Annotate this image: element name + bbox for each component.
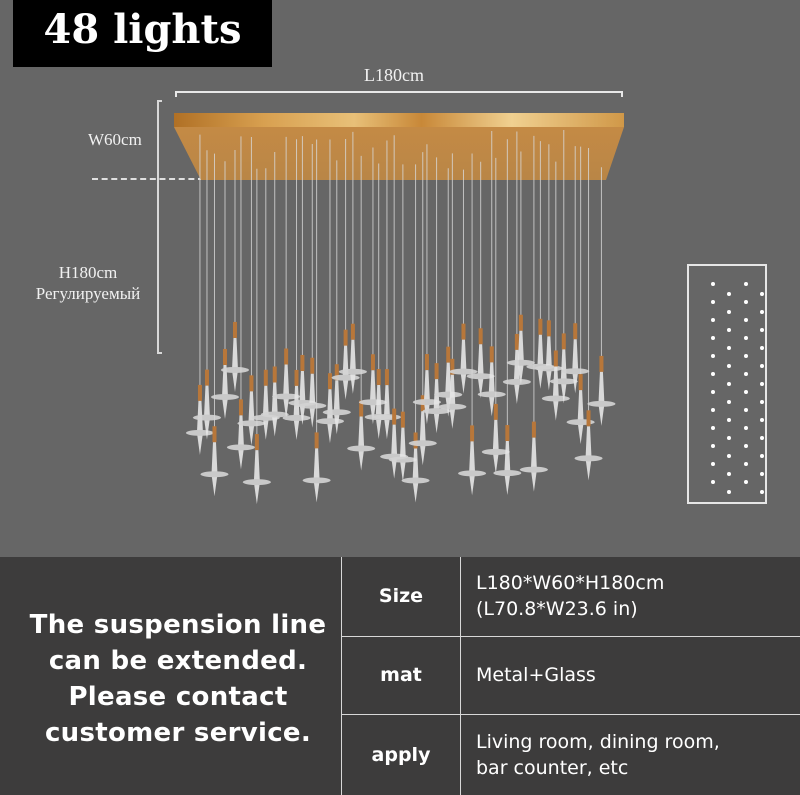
light-position-dot <box>727 310 731 314</box>
spec-row-size: Size L180*W60*H180cm (L70.8*W23.6 in) <box>341 557 800 637</box>
light-position-dot <box>744 480 748 484</box>
light-position-dot <box>727 454 731 458</box>
suspension-note: The suspension line can be extended. Ple… <box>0 607 356 751</box>
light-position-dot <box>711 426 715 430</box>
light-position-dot <box>711 372 715 376</box>
light-position-dot <box>744 372 748 376</box>
product-image-area: 48 lights L180cm W60cm H180cm Регулируем… <box>13 0 767 505</box>
light-position-dot <box>760 400 764 404</box>
spec-value-line: (L70.8*W23.6 in) <box>476 598 638 621</box>
light-position-dot <box>727 400 731 404</box>
light-position-dot <box>760 382 764 386</box>
spec-table: Size L180*W60*H180cm (L70.8*W23.6 in) ma… <box>341 557 800 795</box>
light-position-dot <box>760 436 764 440</box>
light-position-dot <box>760 292 764 296</box>
light-count-label: 48 lights <box>43 6 242 53</box>
light-position-dot <box>727 328 731 332</box>
light-position-dot <box>744 462 748 466</box>
light-position-dot <box>744 336 748 340</box>
light-position-dot <box>760 490 764 494</box>
chandelier-pendants-illustration <box>185 130 616 505</box>
light-position-dot <box>727 472 731 476</box>
spec-value: Living room, dining room, bar counter, e… <box>460 713 800 795</box>
width-dimension-label: W60cm <box>88 130 142 149</box>
light-position-dot <box>760 310 764 314</box>
light-position-dot <box>727 418 731 422</box>
light-position-dot <box>744 408 748 412</box>
light-position-dot <box>711 480 715 484</box>
canopy-front-edge <box>174 113 624 127</box>
light-position-dot <box>727 436 731 440</box>
light-layout-diagram <box>687 264 767 504</box>
note-line: The suspension line <box>29 610 327 640</box>
light-position-dot <box>744 300 748 304</box>
light-position-dot <box>711 336 715 340</box>
light-position-dot <box>711 282 715 286</box>
canopy-bottom-dashed-line <box>92 178 204 180</box>
light-position-dot <box>760 364 764 368</box>
light-position-dot <box>760 418 764 422</box>
light-count-badge: 48 lights <box>13 0 272 67</box>
light-position-dot <box>744 426 748 430</box>
light-position-dot <box>744 390 748 394</box>
note-line: customer service. <box>44 718 312 748</box>
light-position-dot <box>760 346 764 350</box>
light-position-dot <box>711 318 715 322</box>
spec-value-line: Metal+Glass <box>476 664 596 686</box>
light-position-dot <box>711 408 715 412</box>
spec-row-material: mat Metal+Glass <box>341 635 800 715</box>
spec-value-line: L180*W60*H180cm <box>476 572 665 595</box>
length-dimension-line <box>175 91 623 97</box>
light-position-dot <box>711 354 715 358</box>
spec-value-line: bar counter, etc <box>476 756 629 779</box>
spec-panel: The suspension line can be extended. Ple… <box>0 557 800 795</box>
light-position-dot <box>711 300 715 304</box>
light-position-dot <box>727 346 731 350</box>
height-adjustable-note: Регулируемый <box>35 284 141 303</box>
spec-key: mat <box>341 635 461 715</box>
light-position-dot <box>760 328 764 332</box>
light-position-dot <box>744 282 748 286</box>
light-position-dot <box>760 454 764 458</box>
light-position-dot <box>711 462 715 466</box>
note-line: can be extended. <box>48 646 308 676</box>
light-position-dot <box>727 292 731 296</box>
spec-row-application: apply Living room, dining room, bar coun… <box>341 713 800 795</box>
light-position-dot <box>711 444 715 448</box>
light-position-dot <box>711 390 715 394</box>
light-position-dot <box>727 490 731 494</box>
spec-key: Size <box>341 557 461 637</box>
length-dimension-label: L180cm <box>364 65 424 85</box>
spec-value: Metal+Glass <box>460 635 800 715</box>
note-line: Please contact <box>68 682 288 712</box>
light-position-dot <box>744 444 748 448</box>
light-position-dot <box>744 318 748 322</box>
height-dimension-label: H180cm <box>58 263 118 282</box>
spec-key: apply <box>341 713 461 795</box>
light-position-dot <box>760 472 764 476</box>
height-dimension-block: H180cm Регулируемый <box>18 262 158 304</box>
light-position-dot <box>727 382 731 386</box>
spec-value-line: Living room, dining room, <box>476 730 720 753</box>
light-position-dot <box>744 354 748 358</box>
spec-value: L180*W60*H180cm (L70.8*W23.6 in) <box>460 557 800 637</box>
height-dimension-line <box>157 100 162 354</box>
light-position-dot <box>727 364 731 368</box>
